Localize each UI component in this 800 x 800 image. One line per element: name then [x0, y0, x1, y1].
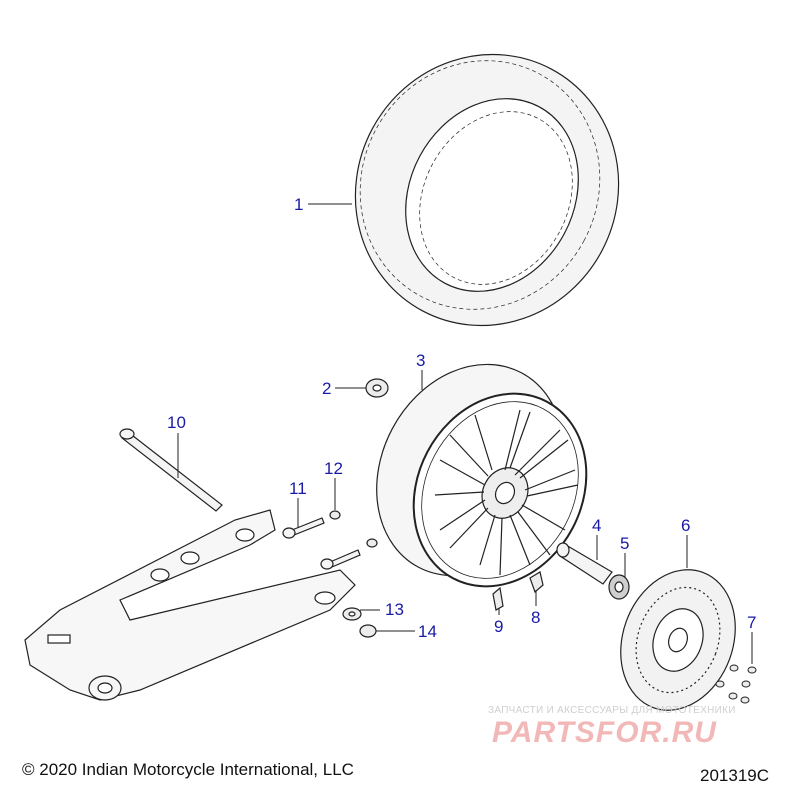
copyright-text: © 2020 Indian Motorcycle International, …	[22, 760, 354, 779]
callout-9[interactable]: 9	[494, 617, 503, 636]
watermark-logo: PARTSFOR.RU	[492, 716, 717, 749]
wheel	[376, 363, 588, 588]
callout-7[interactable]: 7	[747, 613, 756, 632]
callout-5[interactable]: 5	[620, 534, 629, 553]
brake-rotor	[620, 569, 736, 711]
sleeve-bearing	[556, 542, 630, 600]
leader-lines	[177, 203, 753, 664]
callout-13[interactable]: 13	[385, 600, 404, 619]
tire	[354, 53, 620, 327]
nuts	[329, 510, 378, 638]
callout-14[interactable]: 14	[418, 622, 437, 641]
spacer	[365, 378, 389, 398]
watermark-tagline: ЗАПЧАСТИ И АКСЕССУАРЫ ДЛЯ МОТОТЕХНИКИ	[488, 705, 736, 716]
valve-parts	[492, 571, 544, 611]
callout-4[interactable]: 4	[592, 516, 601, 535]
axle	[119, 428, 223, 512]
callout-10[interactable]: 10	[167, 413, 186, 432]
callout-3[interactable]: 3	[416, 351, 425, 370]
callout-1[interactable]: 1	[294, 195, 303, 214]
callout-8[interactable]: 8	[531, 608, 540, 627]
swingarm	[24, 509, 356, 701]
adjuster-bolt	[282, 517, 361, 570]
rotor-bolts	[715, 664, 757, 704]
callout-12[interactable]: 12	[324, 459, 343, 478]
callout-11[interactable]: 11	[289, 479, 307, 498]
callout-6[interactable]: 6	[681, 516, 690, 535]
diagram-part-number: 201319C	[700, 766, 770, 785]
callout-2[interactable]: 2	[322, 379, 331, 398]
callout-labels: 1 2 3 4 5 6 7 8 9 10 11 12 13 14	[167, 195, 756, 641]
